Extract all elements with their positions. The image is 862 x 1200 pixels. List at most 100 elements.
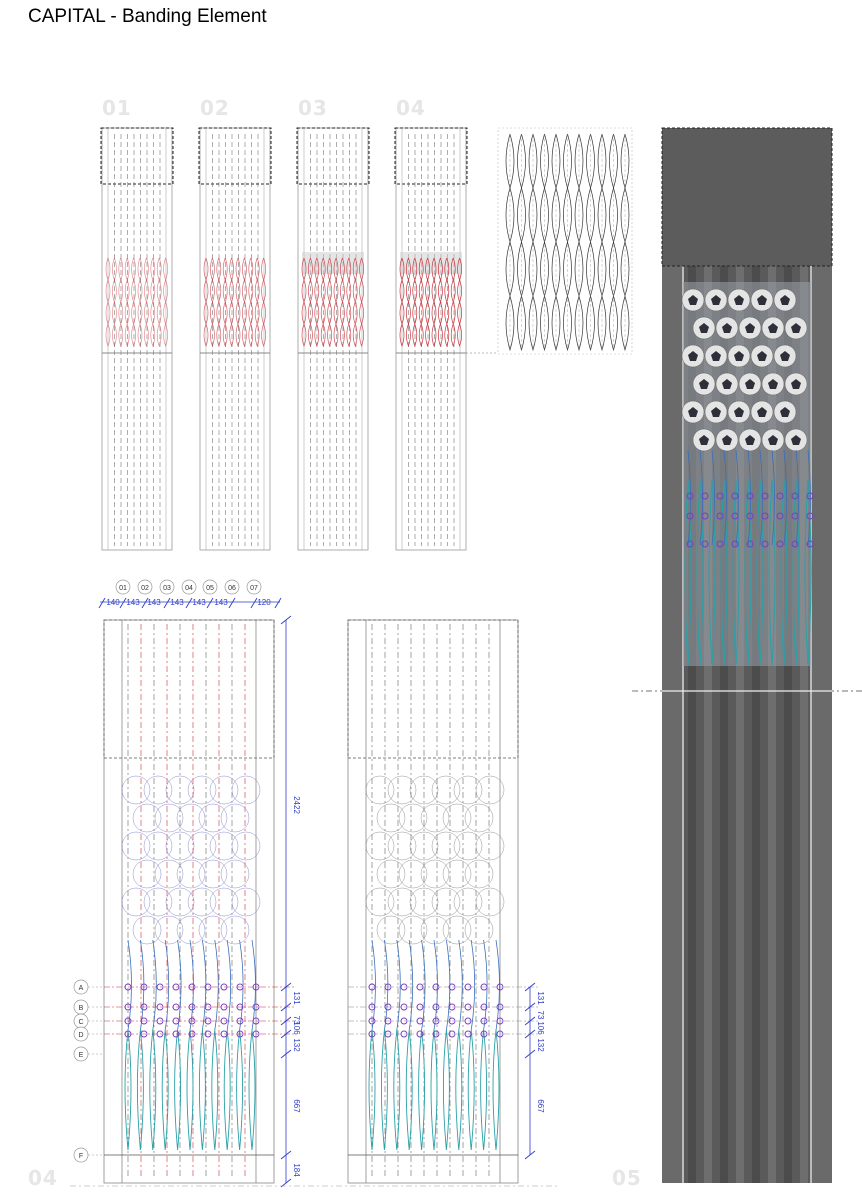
study-label-03: 03 (298, 96, 328, 120)
band-petal (118, 323, 124, 348)
node-marker (496, 1017, 504, 1025)
study-label-02: 02 (200, 96, 230, 120)
node-marker (204, 1017, 212, 1025)
width-dim-label: 143 (147, 598, 161, 607)
band-petal (124, 323, 130, 348)
lattice-circle (143, 775, 173, 805)
dim-tick (524, 1150, 536, 1160)
teal-petal (455, 1029, 463, 1151)
lattice-circle (365, 775, 395, 805)
dim-tick (274, 597, 282, 609)
lattice-circle (387, 887, 417, 917)
node-marker (686, 540, 694, 548)
node-marker (791, 540, 799, 548)
teal-petal (442, 1029, 450, 1151)
node-marker (761, 512, 769, 520)
column-marker-label: 02 (141, 585, 149, 592)
lattice-circle (165, 831, 195, 861)
lattice-circle (475, 887, 505, 917)
lattice-circle (198, 859, 228, 889)
blue-petal (458, 939, 463, 1031)
blue-petal (759, 449, 763, 546)
dim-tick (280, 1150, 292, 1160)
node-marker (252, 983, 260, 991)
teal-petal (136, 1029, 144, 1151)
lattice-circle (209, 887, 239, 917)
flower-center (745, 323, 755, 333)
flower-center (734, 295, 744, 305)
teal-petal (198, 1029, 206, 1151)
teal-petal (124, 1029, 132, 1151)
node-marker (368, 1017, 376, 1025)
band-petal (333, 323, 339, 348)
node-marker (716, 512, 724, 520)
flower-center (711, 407, 721, 417)
node-marker (236, 1017, 244, 1025)
lattice-circle (176, 803, 206, 833)
lattice-circle (231, 887, 261, 917)
lattice-circle (409, 887, 439, 917)
flower-center (722, 323, 732, 333)
band-petal (438, 323, 443, 348)
height-dim-label: 132 (292, 1038, 301, 1052)
flower-center (734, 351, 744, 361)
blue-petal (214, 939, 219, 1031)
teal-petal (744, 479, 752, 666)
dim-tick (141, 597, 149, 609)
node-marker (686, 512, 694, 520)
lattice-circle (154, 859, 184, 889)
band-petal (425, 323, 430, 348)
node-marker (368, 983, 376, 991)
node-marker (416, 1030, 424, 1038)
lattice-circle (420, 859, 450, 889)
lattice-circle (121, 831, 151, 861)
teal-petal (467, 1029, 475, 1151)
band-petal (235, 323, 241, 348)
column-marker-01 (115, 579, 131, 595)
band-petal (444, 323, 450, 348)
lattice-circle (165, 887, 195, 917)
band-petal (105, 323, 111, 348)
blue-petal (795, 449, 799, 546)
lattice-circle (387, 831, 417, 861)
band-petal (320, 323, 326, 348)
dim-tick (280, 1029, 292, 1039)
lattice-circle (442, 859, 472, 889)
width-dim-label: 143 (126, 598, 140, 607)
column-marker-02 (137, 579, 153, 595)
dim-tick (280, 982, 292, 992)
blue-petal (470, 939, 476, 1031)
band-petal (450, 323, 456, 348)
flower-center (768, 379, 778, 389)
teal-petal (405, 1029, 413, 1151)
flower-center (711, 295, 721, 305)
teal-petal (186, 1029, 194, 1151)
blue-petal (723, 449, 727, 546)
lattice-circle (365, 887, 395, 917)
node-marker (156, 1003, 164, 1011)
flower-center (780, 407, 790, 417)
study-label-01: 01 (102, 96, 132, 120)
lattice-circle (176, 915, 206, 945)
node-marker (480, 983, 488, 991)
lattice-circle (409, 831, 439, 861)
dim-tick (280, 1016, 292, 1026)
height-dim-label: 667 (292, 1099, 301, 1113)
lattice-circle (376, 859, 406, 889)
teal-petal (696, 479, 704, 666)
node-marker (220, 1017, 228, 1025)
row-marker-label: C (78, 1019, 83, 1026)
node-marker (156, 983, 164, 991)
band-petal (254, 323, 260, 348)
height-dim-label-right: 73 (536, 1011, 545, 1020)
flower-center (768, 323, 778, 333)
node-marker (204, 1003, 212, 1011)
column-marker-label: 05 (206, 585, 214, 592)
node-marker (806, 540, 814, 548)
flower-center (757, 407, 767, 417)
node-marker (188, 1030, 196, 1038)
node-marker (791, 512, 799, 520)
node-marker (188, 1017, 196, 1025)
